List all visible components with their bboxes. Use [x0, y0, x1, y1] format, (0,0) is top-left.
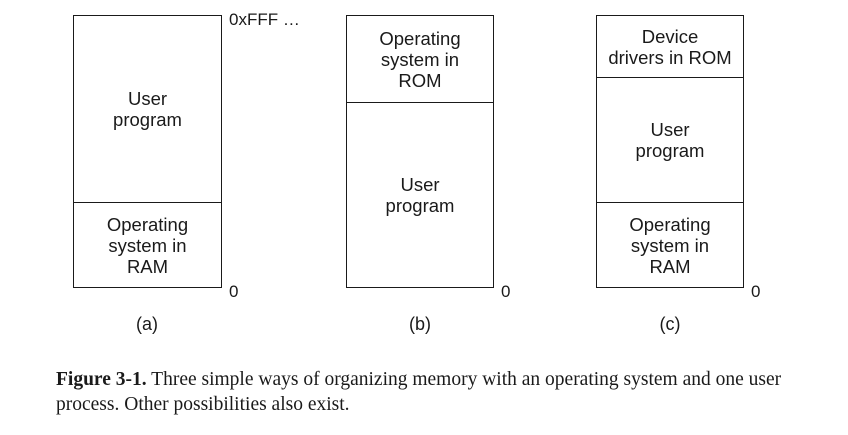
top-address-label: 0xFFF … [229, 10, 300, 29]
panel-caption-b: (b) [409, 314, 431, 334]
segment-device-drivers-rom: Device drivers in ROM [597, 16, 743, 77]
memory-organization-diagram: User program Operating system in RAM 0xF… [73, 10, 761, 334]
panel-caption-c: (c) [659, 314, 681, 334]
bottom-address-label: 0 [229, 282, 239, 301]
figure-caption: Figure 3-1. Three simple ways of organiz… [56, 367, 796, 417]
segment-os-rom: Operating system in ROM [347, 16, 493, 102]
segment-label: Operating system in RAM [629, 213, 711, 277]
figure-number: Figure 3-1. [56, 369, 147, 390]
segment-user-program: User program [74, 16, 221, 202]
segment-label: User program [385, 174, 455, 216]
segment-user-program: User program [597, 77, 743, 202]
memory-box-b: Operating system in ROM User program [346, 15, 494, 288]
segment-label: Operating system in ROM [379, 27, 461, 91]
segment-label: User program [635, 119, 705, 161]
figure-caption-text: Three simple ways of organizing memory w… [56, 369, 782, 415]
segment-label: User program [113, 88, 182, 130]
memory-box-c: Device drivers in ROM User program Opera… [596, 15, 744, 288]
segment-label: Operating system in RAM [106, 213, 189, 277]
segment-os-ram: Operating system in RAM [597, 202, 743, 287]
segment-user-program: User program [347, 102, 493, 287]
panel-caption-a: (a) [136, 314, 158, 334]
memory-box-a: User program Operating system in RAM [73, 15, 222, 288]
segment-label: Device drivers in ROM [608, 25, 732, 68]
bottom-address-label: 0 [501, 282, 511, 301]
bottom-address-label: 0 [751, 282, 761, 301]
segment-os-ram: Operating system in RAM [74, 202, 221, 287]
